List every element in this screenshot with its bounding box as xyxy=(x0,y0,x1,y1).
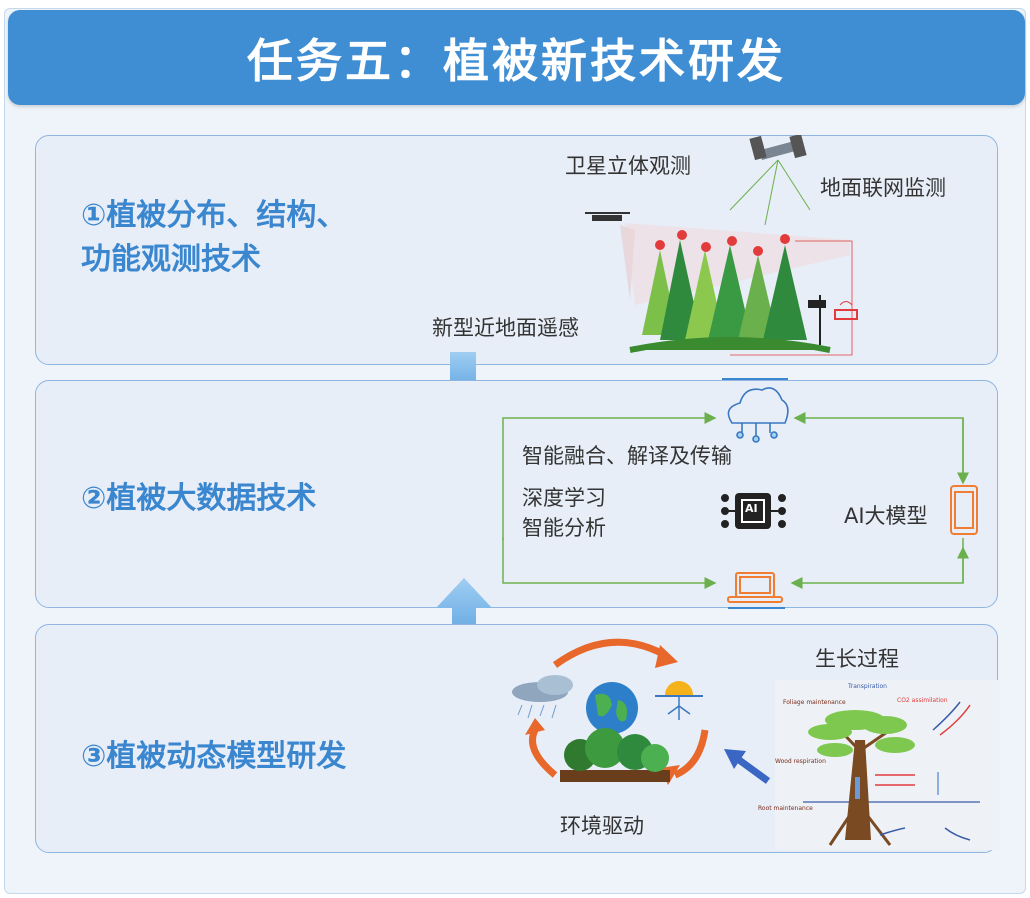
cloud-icon xyxy=(727,387,789,443)
growth-process-label: 生长过程 xyxy=(815,647,899,671)
root-maintenance-label: Root maintenance xyxy=(758,805,813,812)
panel3-heading: ③植被动态模型研发 xyxy=(81,739,347,774)
satellite-label: 卫星立体观测 xyxy=(565,154,691,178)
data-flow-diagram xyxy=(502,378,978,609)
rain-cloud-icon xyxy=(512,675,573,719)
pointer-arrow-icon xyxy=(724,749,770,784)
phone-icon xyxy=(950,485,978,535)
laptop-icon xyxy=(727,572,783,603)
wood-respiration-label: Wood respiration xyxy=(775,758,826,765)
label-line: 智能分析 xyxy=(522,516,606,540)
location-pins xyxy=(655,230,790,256)
heading-line: 功能观测技术 xyxy=(81,242,261,277)
ground-monitoring-label: 地面联网监测 xyxy=(820,176,946,200)
forest-observation-illustration xyxy=(585,135,858,356)
label-line: 深度学习 xyxy=(522,486,606,510)
chip-label: AI xyxy=(745,502,758,515)
forest-icon xyxy=(560,728,670,782)
co2-label: CO2 assimilation xyxy=(897,697,948,704)
header-banner: 任务五：植被新技术研发 xyxy=(8,10,1025,105)
globe-icon xyxy=(586,682,638,734)
ai-model-label: AI大模型 xyxy=(844,504,928,528)
satellite-icon xyxy=(749,135,807,161)
panel2-heading: ②植被大数据技术 xyxy=(81,481,317,516)
trees xyxy=(642,240,807,340)
panel1-heading: ①植被分布、结构、 功能观测技术 xyxy=(81,194,346,282)
drone-icon xyxy=(585,212,630,221)
ai-chip-icon xyxy=(721,493,786,529)
near-ground-label: 新型近地面遥感 xyxy=(432,316,579,340)
transpiration-label: Transpiration xyxy=(848,683,887,690)
deep-learning-label: 深度学习 智能分析 xyxy=(522,483,606,543)
router-icon xyxy=(834,301,858,320)
tree-growth-diagram xyxy=(775,680,1000,850)
page-title: 任务五：植被新技术研发 xyxy=(247,33,786,88)
environment-driver-label: 环境驱动 xyxy=(560,814,644,838)
panel-observation: ①植被分布、结构、 功能观测技术 xyxy=(35,135,998,365)
foliage-label: Foliage maintenance xyxy=(783,699,846,706)
sun-snow-icon xyxy=(655,681,703,720)
heading-line: ①植被分布、结构、 xyxy=(81,198,347,233)
environment-cycle-illustration xyxy=(512,638,709,785)
fusion-label: 智能融合、解译及传输 xyxy=(522,444,732,468)
weather-station-icon xyxy=(808,295,826,345)
